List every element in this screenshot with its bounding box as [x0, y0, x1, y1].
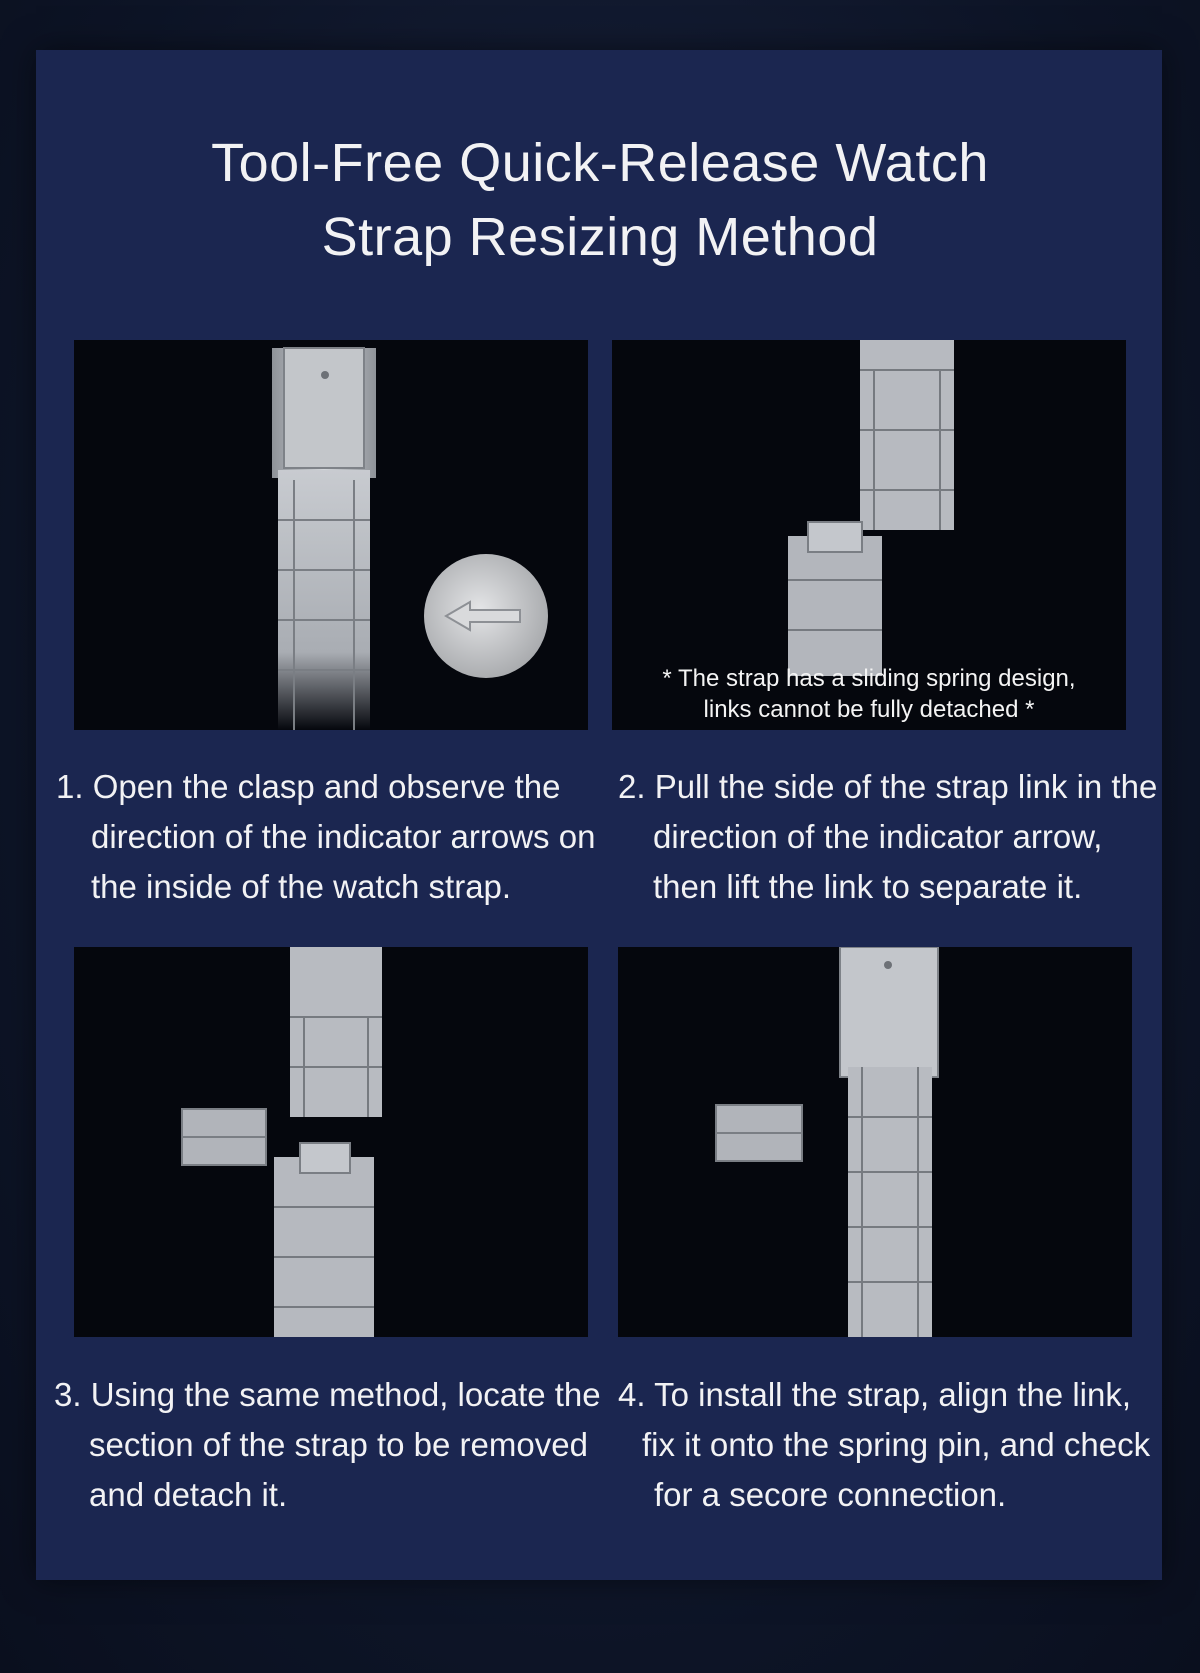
- step-2-photo: * The strap has a sliding spring design,…: [612, 340, 1126, 730]
- page-title-line-1: Tool-Free Quick-Release Watch: [211, 133, 989, 193]
- step-2-line-1: 2. Pull the side of the strap link in th…: [618, 768, 1158, 805]
- strap-note-line-1: * The strap has a sliding spring design,: [662, 665, 1075, 692]
- step-3-line-3: and detach it.: [89, 1476, 288, 1513]
- step-3-line-2: section of the strap to be removed: [89, 1426, 588, 1463]
- step-1-line-1: 1. Open the clasp and observe the: [56, 768, 561, 805]
- step-4-text: 4. To install the strap, align the link,…: [618, 1370, 1150, 1520]
- step-1-text: 1. Open the clasp and observe the direct…: [56, 762, 595, 912]
- step-1-line-2: direction of the indicator arrows on: [91, 818, 596, 855]
- strap-note-line-2: links cannot be fully detached *: [704, 696, 1035, 723]
- step-4-line-3: for a secore connection.: [654, 1476, 1007, 1513]
- step-1-photo: [74, 340, 588, 730]
- step-4-photo: [618, 947, 1132, 1337]
- step-3-photo: [74, 947, 588, 1337]
- step-4-line-1: 4. To install the strap, align the link,: [618, 1376, 1132, 1413]
- step-3-text: 3. Using the same method, locate the sec…: [54, 1370, 601, 1520]
- step-2-line-2: direction of the indicator arrow,: [653, 818, 1103, 855]
- page-title-line-2: Strap Resizing Method: [321, 207, 879, 267]
- step-2-text: 2. Pull the side of the strap link in th…: [618, 762, 1157, 912]
- step-3-line-1: 3. Using the same method, locate the: [54, 1376, 601, 1413]
- step-4-line-2: fix it onto the spring pin, and check: [642, 1426, 1151, 1463]
- step-2-line-3: then lift the link to separate it.: [653, 868, 1083, 905]
- step-1-line-3: the inside of the watch strap.: [91, 868, 512, 905]
